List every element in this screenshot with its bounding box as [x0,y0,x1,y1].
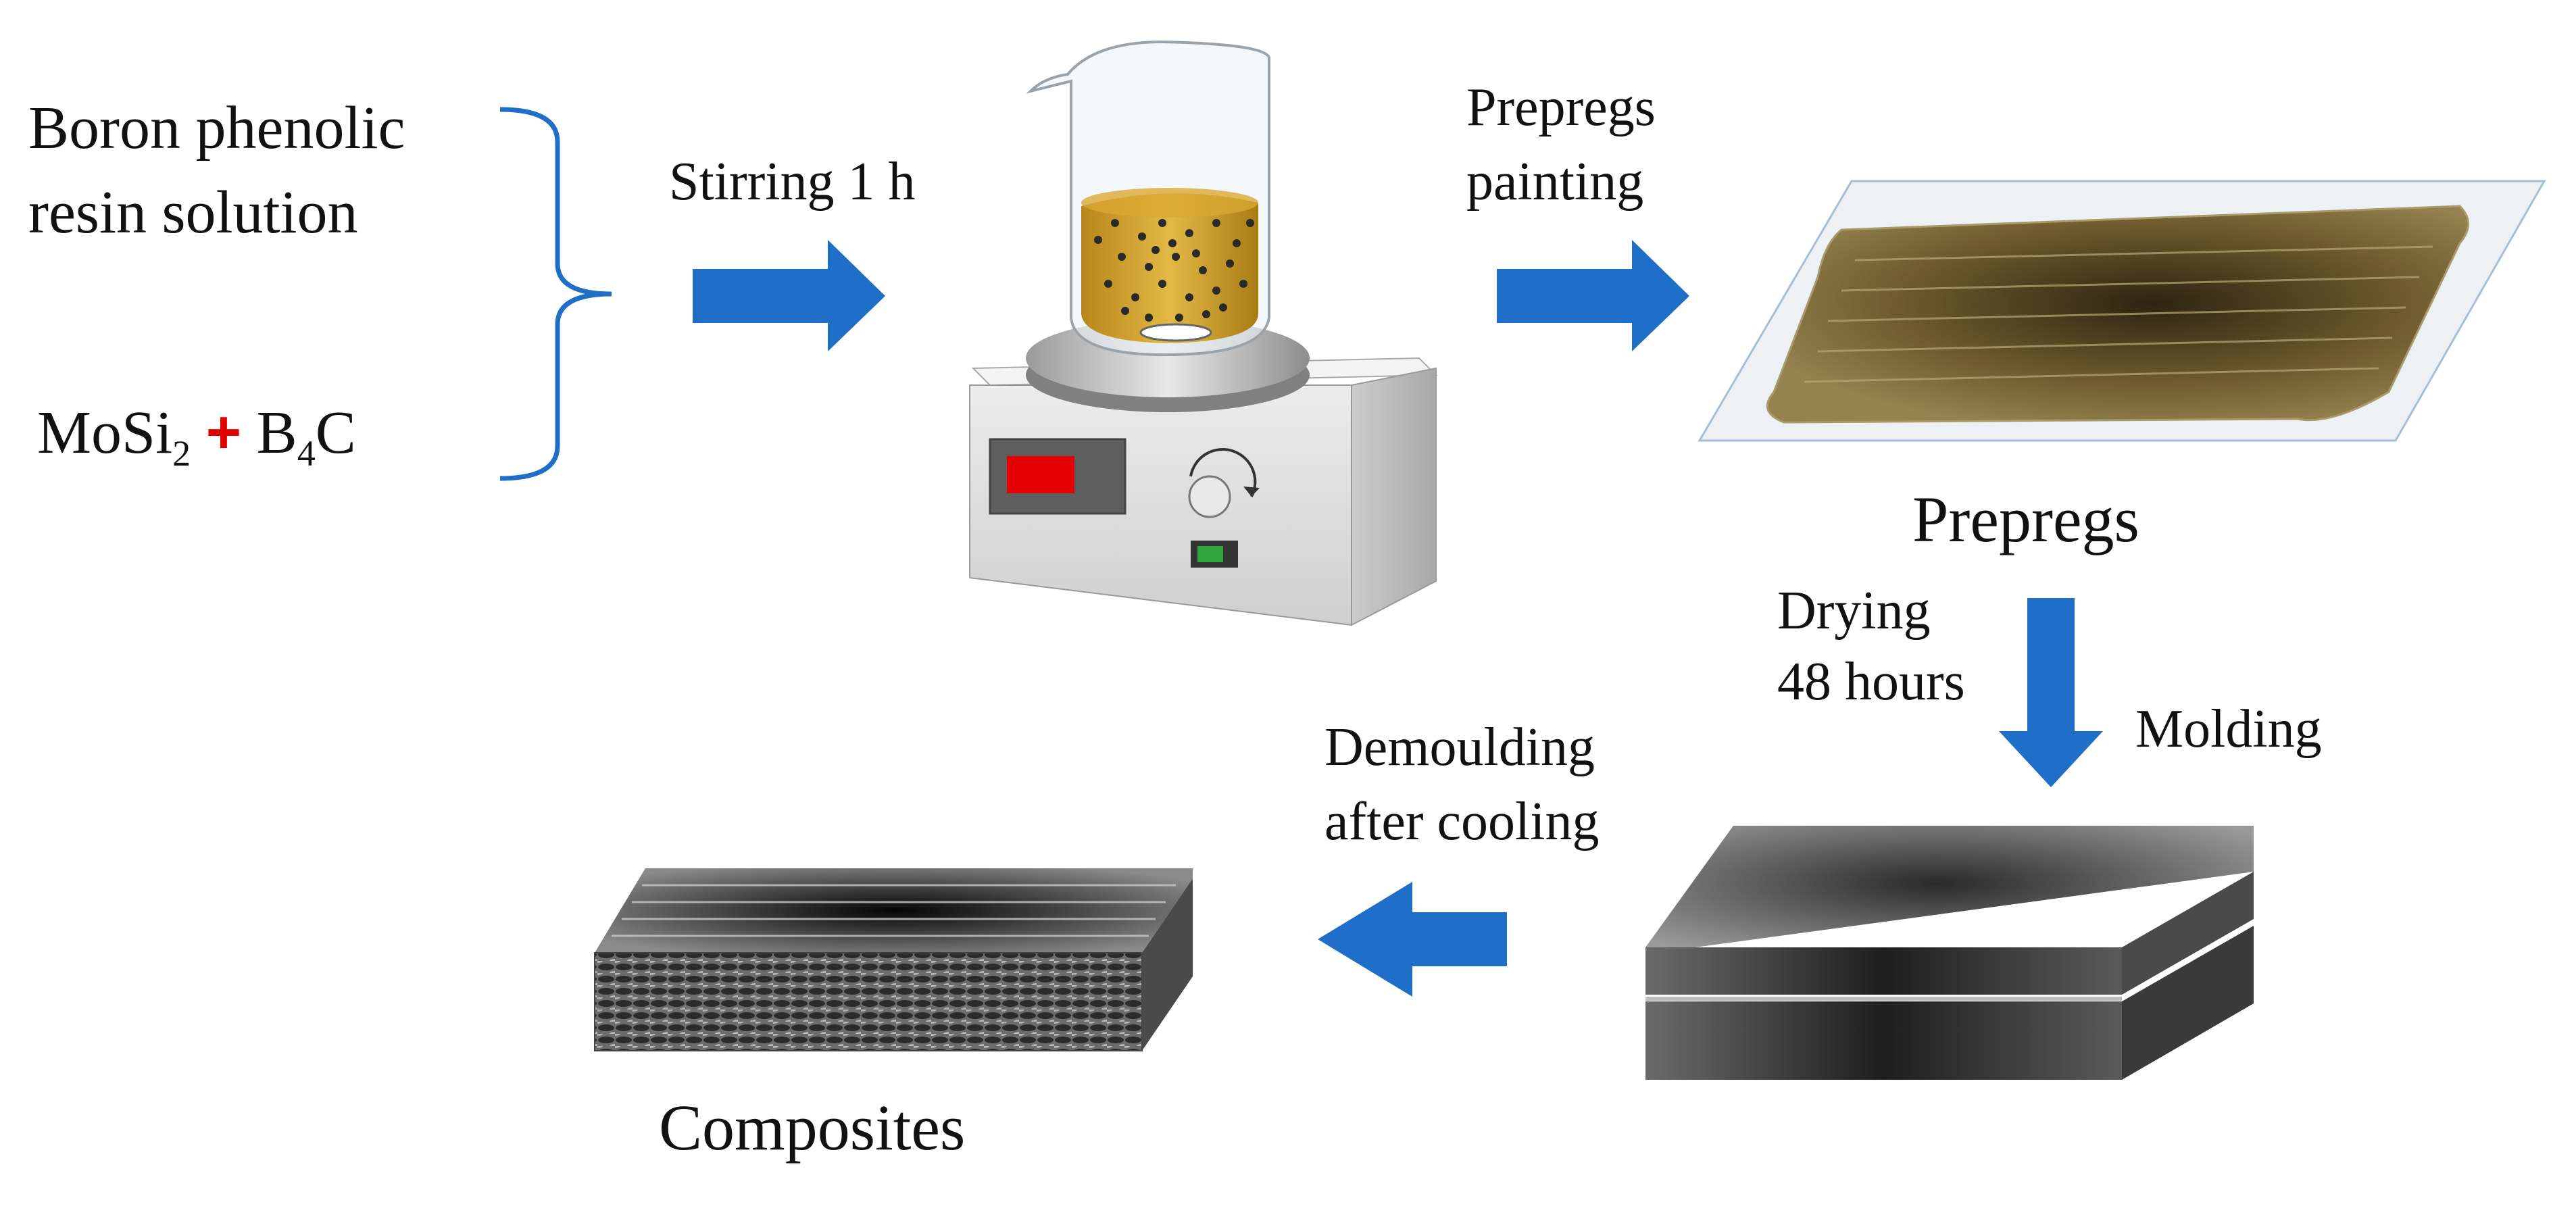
prepreg-sheet [1698,180,2546,442]
drying-label-line2: 48 hours [1777,652,1965,712]
arrow-painting [1497,240,1689,351]
composite-front [594,952,1143,1051]
stir-bar [1139,323,1212,342]
prepreg-weave-lines [1804,245,2433,383]
composite-side [1142,878,1193,1051]
mosi-text: MoSi [37,399,173,466]
stirrer-side [1351,367,1437,626]
resin-label-line2: resin solution [28,179,358,246]
composite-top [595,868,1193,953]
painting-label-line2: painting [1466,152,1644,212]
beaker [1026,40,1270,357]
mold-upper-front [1645,947,2122,995]
drying-label-line1: Drying [1777,581,1931,641]
stirring-label: Stirring 1 h [669,152,916,212]
demoulding-label-line1: Demoulding [1324,718,1595,777]
plus-sign: + [205,399,242,466]
composite-block [594,868,1193,1051]
resin-label-line1: Boron phenolic [28,95,405,161]
arrow-demoulding [1318,882,1507,997]
painting-label-line1: Prepregs [1466,78,1656,137]
beaker-resin [1081,193,1258,343]
prepregs-label: Prepregs [1912,483,2139,555]
composites-label: Composites [659,1091,966,1164]
c-text: C [315,399,356,466]
b-subscript: 4 [297,432,316,474]
arrow-stirring [693,240,885,351]
mold-lower-front [1645,1001,2122,1080]
mold-top-face [1645,826,2254,954]
grouping-brace [499,107,612,481]
b-text: B [256,399,297,466]
arrow-drying [1999,598,2103,787]
mold-upper-side [2122,872,2254,995]
stirrer-knob [1188,475,1231,518]
magnetic-stirrer [969,319,1438,626]
powder-particles [1094,219,1254,322]
molding-label: Molding [2135,699,2322,759]
powder-label: MoSi2 + B4C [37,399,356,474]
stirrer-knob-arc [1189,448,1257,497]
mold-lower-side [2122,926,2254,1080]
mold-press [1645,826,2254,1080]
stirrer-display-red [1007,456,1074,493]
composite-top-lines [612,884,1176,937]
mosi-subscript: 2 [172,432,191,474]
demoulding-label-line2: after cooling [1324,792,1600,851]
